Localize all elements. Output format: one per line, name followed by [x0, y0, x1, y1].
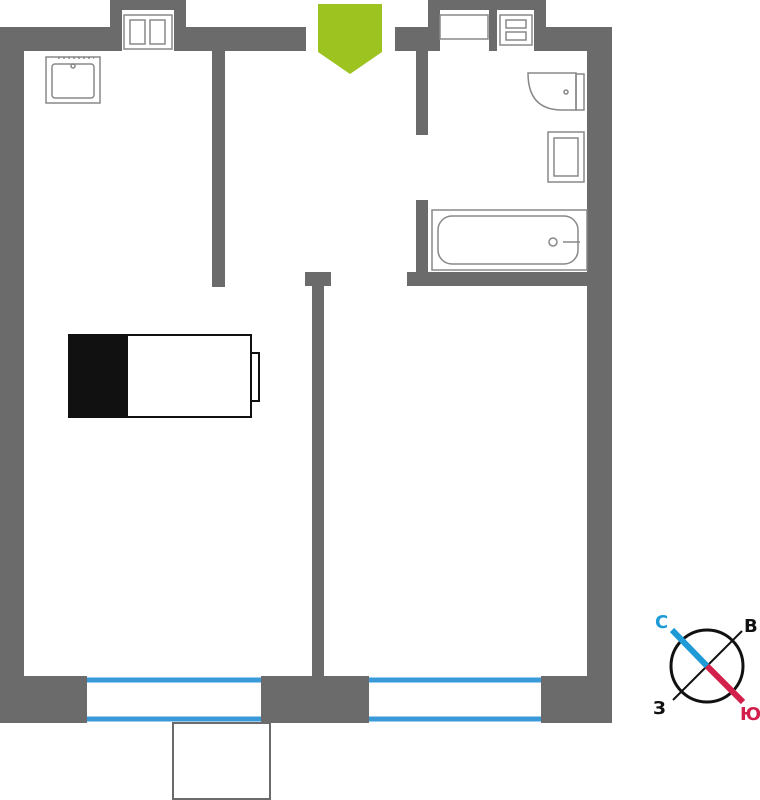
compass-east: В [744, 616, 758, 637]
toilet-icon [527, 72, 585, 111]
ventilation-shaft-icon-right [439, 14, 533, 46]
compass-north: С [655, 612, 669, 633]
bathroom-sink-icon [547, 131, 585, 183]
balcony [172, 722, 271, 800]
compass-west: З [653, 698, 666, 719]
compass-icon [669, 627, 746, 705]
unit-number [70, 336, 128, 416]
windows [87, 677, 541, 722]
kitchen-sink-icon [45, 56, 101, 104]
unit-badge [68, 334, 252, 418]
unit-badge-dark-block [70, 336, 128, 416]
bathtub-icon [431, 209, 588, 271]
outer-walls [0, 0, 612, 723]
entrance-arrow-icon [318, 4, 382, 74]
inner-walls [212, 51, 587, 676]
unit-badge-tab [252, 352, 260, 402]
compass-south: Ю [740, 704, 760, 725]
ventilation-shaft-icon [123, 14, 173, 50]
